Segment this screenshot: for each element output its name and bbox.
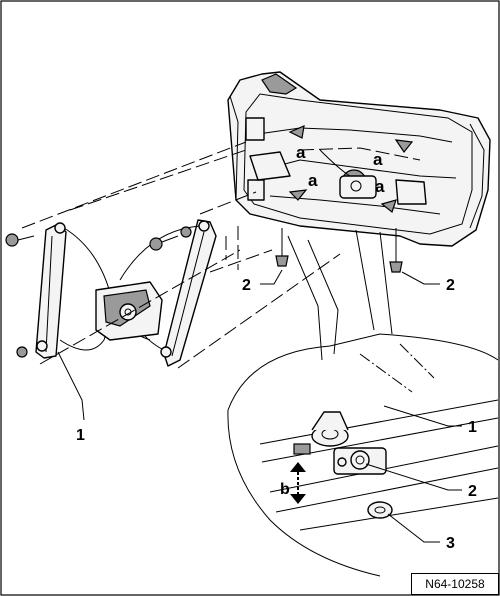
clip-arrow [380,199,397,214]
window-regulator [5,219,217,367]
double-arrow-b [290,462,306,504]
callout-1: 1 [468,419,477,436]
mirror-mount [261,73,298,95]
label-a: a [373,150,383,169]
label-a: a [308,171,318,190]
bolt [5,233,35,247]
bolt-item-2-right [389,228,403,273]
bolt-item-2-left [275,228,289,267]
bolt [180,226,192,238]
callout-2: 2 [468,483,477,500]
leader-lines [57,269,462,543]
clip-arrow [288,125,305,139]
callout-labels: 1 2 2 1 2 3 b [76,277,477,552]
bolt [149,235,179,251]
callout-b: b [280,481,290,498]
callout-2: 2 [446,277,455,294]
label-a: a [375,177,385,196]
guide-rail-left [35,223,67,359]
bolt-detail [367,501,393,519]
guide-rail-right [163,219,217,367]
clip-arrow [394,139,414,154]
label-a: a [296,143,306,162]
hinge-lower [247,179,265,201]
callout-2: 2 [242,277,251,294]
assembly-lines [21,141,341,369]
bolt [16,346,28,358]
reference-number: N64-10258 [411,573,499,595]
callout-1: 1 [76,427,85,444]
clip-arrow [288,189,308,201]
callout-3: 3 [446,535,455,552]
a-labels: a a a a [296,143,385,196]
door-inner-panel [227,71,491,247]
hinge-upper [245,117,265,141]
detail-view [227,229,499,577]
